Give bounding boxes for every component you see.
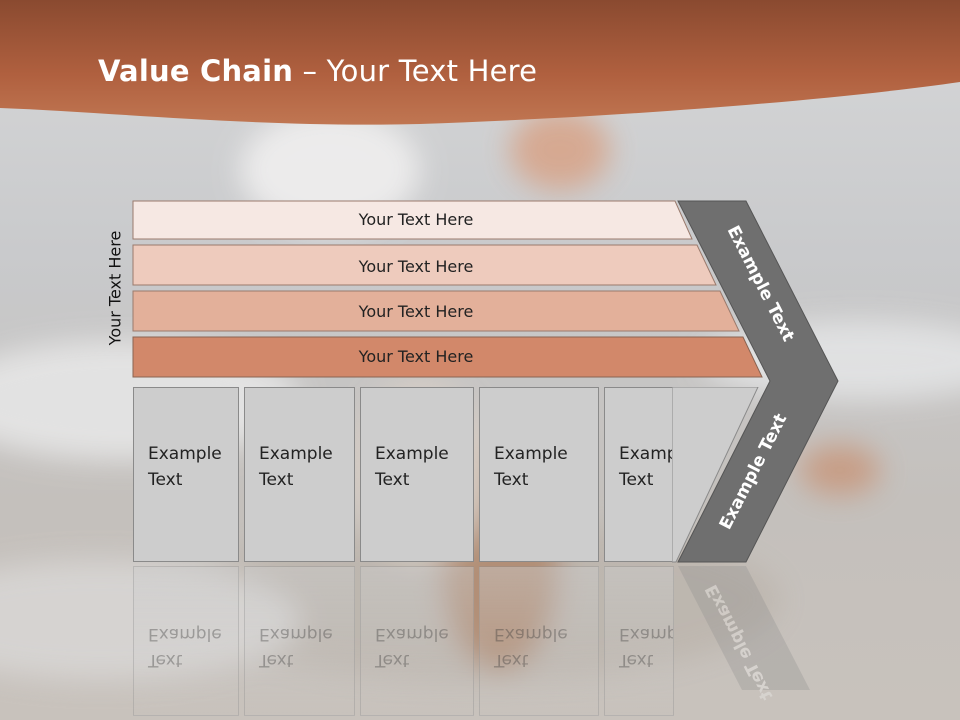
reflection-2-line1: Example <box>259 624 333 644</box>
chevron-arrow <box>677 200 839 563</box>
title-bold: Value Chain <box>98 54 294 88</box>
activity-box-1-line1: Example <box>148 444 222 464</box>
title-rest: – Your Text Here <box>293 54 538 88</box>
activity-box-5-line2: Text <box>619 470 654 490</box>
support-bar-2: Your Text Here <box>132 244 717 286</box>
support-bar-4: Your Text Here <box>132 336 763 378</box>
chevron-reflection: Example Text <box>678 566 810 703</box>
activity-box-3-line2: Text <box>375 470 410 490</box>
reflection-1-line2: Text <box>148 650 183 670</box>
reflection-1-line1: Example <box>148 624 222 644</box>
activity-box-1-line2: Text <box>148 470 183 490</box>
activity-box-3-line1: Example <box>375 444 449 464</box>
support-bar-1-label: Your Text Here <box>358 210 474 229</box>
support-bar-4-label: Your Text Here <box>358 347 474 366</box>
support-bar-1: Your Text Here <box>132 200 693 240</box>
support-bar-3: Your Text Here <box>132 290 740 332</box>
activity-box-2-reflection: Text Example <box>244 566 355 716</box>
activity-box-5-extension <box>672 387 759 563</box>
activity-box-4-reflection: Text Example <box>479 566 599 716</box>
reflection-4-line1: Example <box>494 624 568 644</box>
support-bar-2-label: Your Text Here <box>358 257 474 276</box>
activity-box-4-line1: Example <box>494 444 568 464</box>
reflection-4-line2: Text <box>494 650 529 670</box>
reflection-3-line2: Text <box>375 650 410 670</box>
activity-box-1-reflection: Text Example <box>133 566 239 716</box>
page-title: Value Chain – Your Text Here <box>98 54 537 88</box>
activity-box-2-line1: Example <box>259 444 333 464</box>
activity-box-2-line2: Text <box>259 470 294 490</box>
reflection-2-line2: Text <box>259 650 294 670</box>
activity-box-3-reflection: Text Example <box>360 566 474 716</box>
activity-box-4-line2: Text <box>494 470 529 490</box>
reflection-5-line1: Example <box>619 624 673 644</box>
reflection-3-line1: Example <box>375 624 449 644</box>
reflection-5-line2: Text <box>619 650 654 670</box>
activity-box-5-reflection: Text Example <box>604 566 674 716</box>
support-bar-3-label: Your Text Here <box>358 302 474 321</box>
